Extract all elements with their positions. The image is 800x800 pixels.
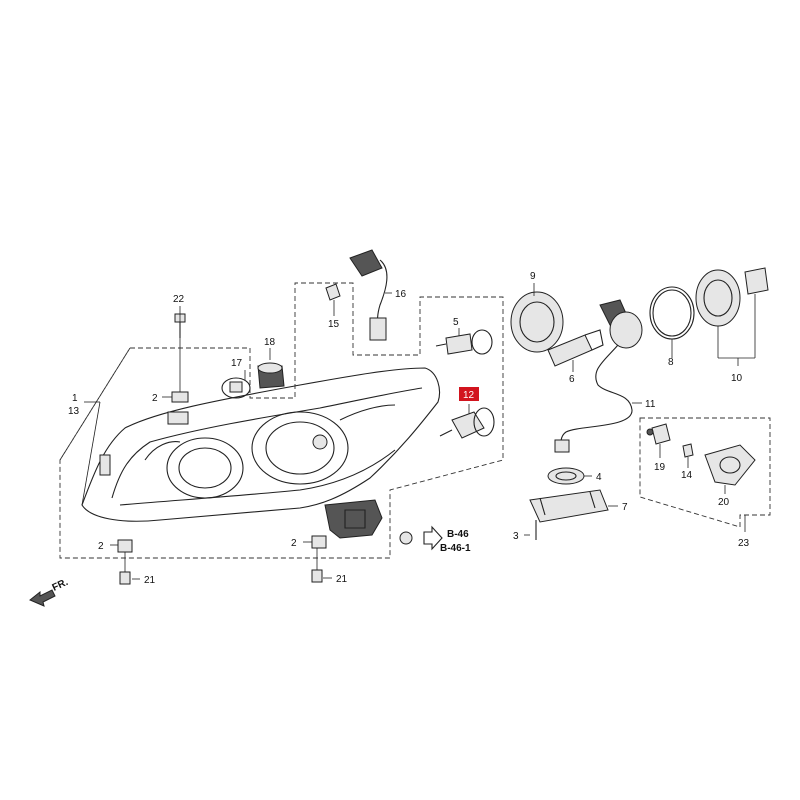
cover-9 <box>510 291 564 353</box>
callout-4: 4 <box>596 472 602 483</box>
ballast-7 <box>529 489 609 523</box>
bulb-kit-group-outline <box>639 417 771 528</box>
callout-22: 22 <box>173 294 185 305</box>
callout-12: 12 <box>463 390 475 401</box>
callout-20: 20 <box>718 497 730 508</box>
cap-10 <box>695 267 769 327</box>
callout-1: 1 <box>72 393 78 404</box>
callout-5: 5 <box>453 317 459 328</box>
callout-23: 23 <box>738 538 750 549</box>
callout-3: 3 <box>513 531 519 542</box>
bulb-14 <box>682 443 694 458</box>
callout-13: 13 <box>68 406 80 417</box>
screw-ref <box>399 531 413 545</box>
callout-16: 16 <box>395 289 407 300</box>
housing-20 <box>704 444 756 486</box>
clip-2-top <box>171 391 189 403</box>
bolt-21-left <box>119 571 131 585</box>
socket-17 <box>221 377 251 399</box>
callout-11: 11 <box>645 399 656 410</box>
bulb-15 <box>325 283 341 301</box>
reference-b46-1[interactable]: B-46-1 <box>440 543 471 554</box>
callout-7: 7 <box>622 502 628 513</box>
headlight-assembly-group-outline <box>59 282 504 559</box>
callout-21-right: 21 <box>336 574 348 585</box>
callout-8: 8 <box>668 357 674 368</box>
callout-18: 18 <box>264 337 276 348</box>
socket-19 <box>646 423 671 445</box>
front-direction-label: FR. <box>51 577 70 594</box>
hid-bulb-6 <box>547 329 604 367</box>
callout-19: 19 <box>654 462 666 473</box>
callout-14: 14 <box>681 470 693 481</box>
callout-9: 9 <box>530 271 536 282</box>
clip-2-right <box>311 535 327 549</box>
socket-18 <box>257 362 285 389</box>
bulb-12 <box>439 407 495 439</box>
reference-b46[interactable]: B-46 <box>447 529 469 540</box>
bulb-5 <box>435 329 493 355</box>
clip-2-left <box>117 539 133 553</box>
group-outline-edge <box>59 347 131 461</box>
callout-21-left: 21 <box>144 575 156 586</box>
callout-2-right: 2 <box>291 538 297 549</box>
headlight-housing <box>81 367 441 522</box>
lower-bracket <box>324 499 383 539</box>
callout-10: 10 <box>731 373 743 384</box>
ring-4-inner <box>555 471 577 481</box>
leader-lines <box>81 283 756 580</box>
o-ring-8 <box>649 286 695 340</box>
bolt-21-right <box>311 569 323 583</box>
callout-2-left: 2 <box>98 541 104 552</box>
callout-15: 15 <box>328 319 340 330</box>
highlight-box-12 <box>459 387 479 401</box>
front-direction-arrow-icon <box>29 589 56 607</box>
ring-4 <box>547 467 585 485</box>
reference-arrow-icon <box>423 525 443 551</box>
o-ring-8-inner <box>652 289 692 337</box>
wiring-harness-16 <box>349 249 388 341</box>
callout-17: 17 <box>231 358 243 369</box>
igniter-cable-11 <box>554 299 643 453</box>
callout-2-top: 2 <box>152 393 158 404</box>
callout-6: 6 <box>569 374 575 385</box>
